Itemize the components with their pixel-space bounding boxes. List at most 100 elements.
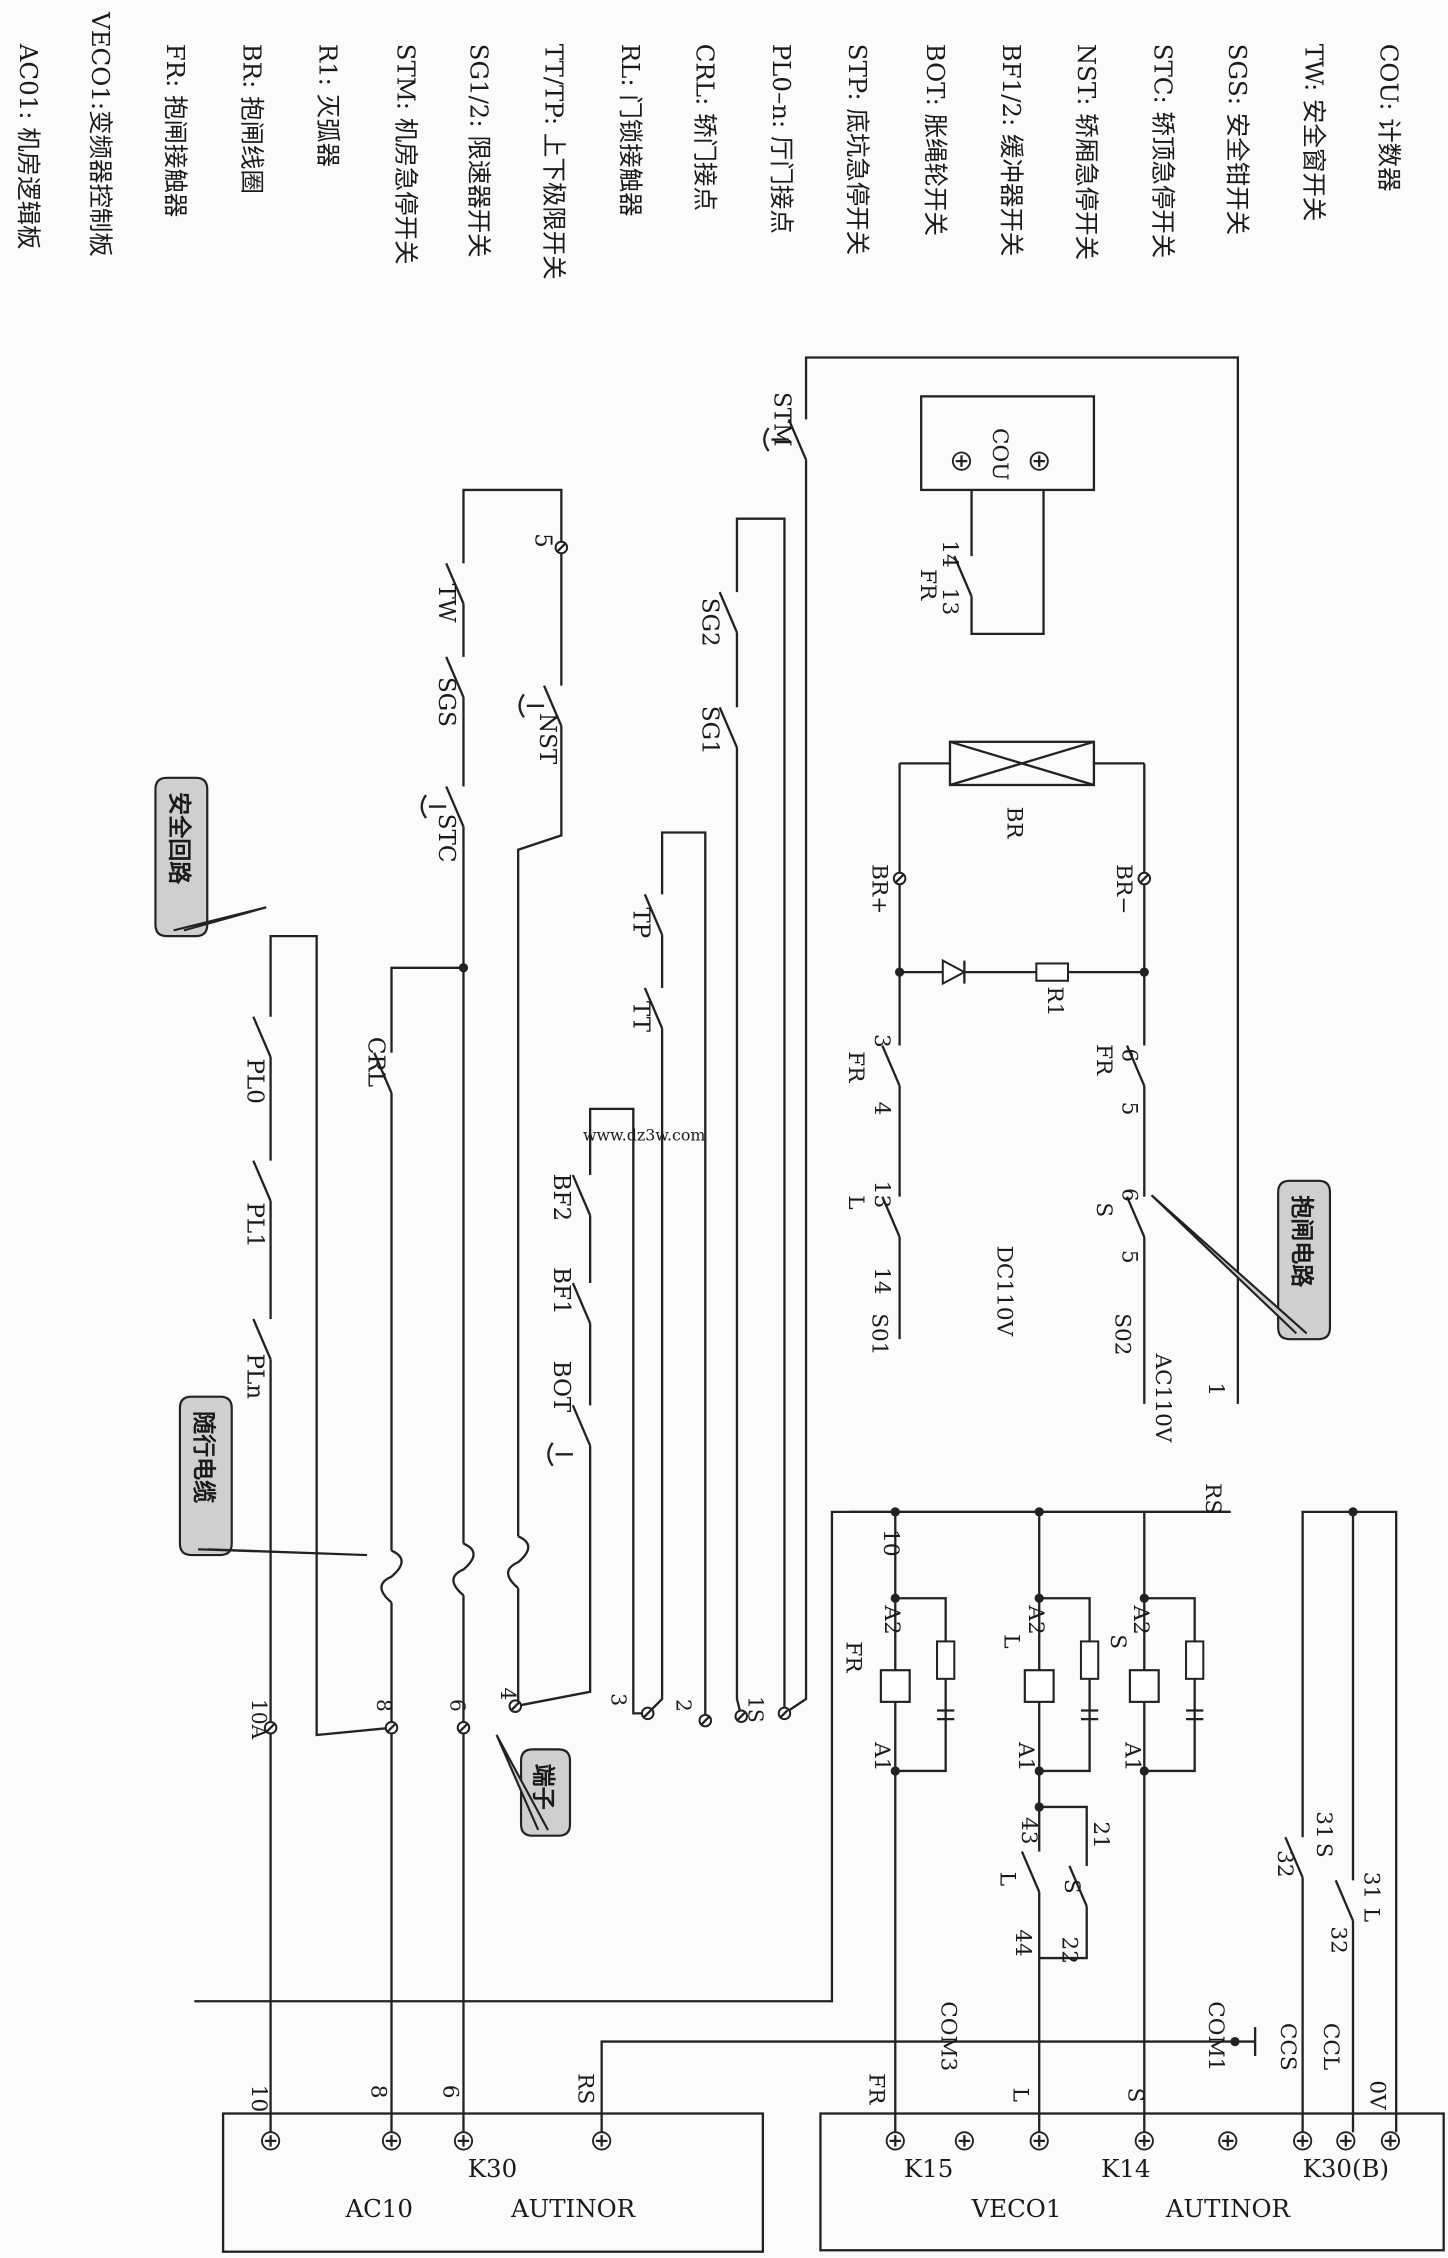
screw-cross — [889, 2135, 902, 2147]
sg1-gap — [731, 707, 743, 748]
ac10-pin-label: 6 — [437, 2085, 462, 2099]
interlock-label-s1: S — [1059, 1879, 1084, 1894]
brake-label-cou: COU — [987, 428, 1012, 480]
brake-label-s02: S02 — [1110, 1313, 1135, 1355]
pln-gap — [264, 1318, 277, 1360]
sg2-contact-icon — [718, 591, 739, 633]
legend-item: TW: 安全窗开关 — [1300, 44, 1329, 222]
pl0-contact-icon — [252, 1016, 272, 1058]
l-31-32-contact-icon — [1334, 1879, 1355, 1922]
l-snubber-capacitor — [1080, 1709, 1099, 1721]
brake-label-n4: 4 — [869, 1102, 894, 1116]
terminal-slash — [779, 1708, 790, 1719]
switch-label-stc: STC — [433, 814, 459, 863]
veco1-k15: K15 — [904, 2154, 953, 2183]
counter-box — [920, 395, 1096, 492]
switch-label-nst: NST — [534, 713, 560, 765]
ac10-pin-label: 10 — [246, 2085, 271, 2112]
coil-label-fr_a2: A2 — [879, 1604, 904, 1634]
veco1-brand: AUTINOR — [1165, 2194, 1291, 2223]
fr-13-14-gap — [965, 556, 978, 597]
screw-cross — [1033, 2135, 1045, 2147]
switch-label-bf2: BF2 — [548, 1174, 574, 1222]
terminal-slash — [736, 1711, 747, 1722]
pln-contact-icon — [252, 1318, 272, 1360]
coil-label-l_a1: A1 — [1013, 1741, 1038, 1771]
veco1-pin-label: L — [1007, 2088, 1032, 2102]
legend-item: CRL: 轿门接点 — [691, 44, 720, 211]
callout-traveling-cable-bubble — [178, 1395, 233, 1557]
switch-label-sg1: SG1 — [696, 706, 722, 755]
legend-item: FR: 抱闸接触器 — [161, 44, 190, 218]
coil-label-fr: FR — [840, 1641, 865, 1673]
fr-3-4-contact-icon — [881, 1045, 901, 1087]
legend-item: STP: 底坑急停开关 — [843, 44, 872, 255]
stm-contact-icon — [787, 418, 808, 461]
bot-gap — [584, 1405, 596, 1446]
legend-item: TT/TP: 上下极限开关 — [540, 44, 569, 280]
junction-dot — [890, 1593, 900, 1603]
nst-contact-icon — [543, 685, 563, 727]
nst-gap — [555, 685, 568, 726]
brake-label-n6_a: 6 — [1117, 1188, 1142, 1202]
terminal-slash — [1139, 873, 1150, 884]
sgs-contact-icon — [445, 656, 465, 698]
sg1-contact-icon — [718, 706, 739, 749]
callout-safety-circuit-text: 安全回路 — [165, 792, 192, 885]
screw-cross — [1296, 2135, 1309, 2147]
wire — [783, 356, 1240, 1715]
terminal-block-label: 4 — [496, 1687, 520, 1700]
fr-snubber-resistor — [936, 1640, 956, 1680]
brake-label-rs: RS — [1200, 1483, 1225, 1514]
wire — [462, 488, 563, 2133]
junction-dot — [1139, 1766, 1149, 1776]
callout-brake-circuit-bubble — [1277, 1179, 1332, 1341]
wire — [194, 1510, 1231, 2003]
veco1-board — [819, 2112, 1445, 2252]
brake-label-n6_b: 6 — [1117, 1048, 1142, 1062]
brake-label-n13_b: 13 — [869, 1181, 894, 1208]
legend-item: BF1/2: 缓冲器开关 — [997, 44, 1026, 257]
wire — [646, 831, 707, 1721]
legend-item: RL: 门锁接触器 — [616, 44, 645, 217]
tt-gap — [656, 987, 668, 1029]
brake-label-brp: BR+ — [866, 864, 891, 914]
veco1-pin-label: CCS — [1275, 2023, 1300, 2071]
legend-item: SGS: 安全钳开关 — [1223, 44, 1252, 235]
wire — [600, 2040, 1235, 2133]
wire — [269, 934, 392, 2133]
interlock-label-n21: 21 — [1088, 1821, 1113, 1848]
veco1-k30b: K30(B) — [1303, 2154, 1389, 2183]
coil-label-l_a2: A2 — [1023, 1604, 1048, 1634]
switch-label-n5: 5 — [529, 533, 555, 548]
terminal-slash — [700, 1715, 711, 1726]
watermark-text: www.dz3w.com — [583, 1126, 705, 1145]
callout-brake-circuit-text: 抱闸电路 — [1288, 1195, 1315, 1288]
interlock-label-n31_b: 31 — [1359, 1872, 1384, 1899]
terminal-block-label: 6 — [446, 1699, 470, 1712]
terminal-slash — [265, 1722, 276, 1733]
components — [154, 395, 1445, 2253]
tt-contact-icon — [643, 987, 664, 1029]
wire — [1039, 1597, 1091, 1773]
interlock-label-n43: 43 — [1016, 1817, 1041, 1844]
terminal-slash — [556, 542, 567, 553]
coil-label-bus: 10 — [878, 1529, 903, 1556]
switch-label-stm: STM — [768, 392, 794, 447]
fr-snubber-capacitor — [937, 1709, 955, 1721]
junction-dot — [1034, 1766, 1044, 1776]
coil-label-s_a2: A2 — [1128, 1604, 1153, 1634]
l-43-44-gap — [1033, 1851, 1045, 1892]
s-5-6-gap — [1138, 1196, 1151, 1237]
screw-cross — [1033, 455, 1045, 467]
switch-label-tp: TP — [627, 907, 653, 938]
ac10-brand: AUTINOR — [510, 2194, 636, 2223]
crl-gap — [385, 1052, 398, 1094]
brake-label-ac110v: AC110V — [1150, 1353, 1175, 1443]
veco1-pin-label: S — [1122, 2088, 1147, 2103]
traveling-cable-icon — [380, 1549, 403, 1604]
interlock-label-n31_a: 31 — [1311, 1811, 1336, 1838]
veco1-pin-label: FR — [863, 2073, 888, 2105]
terminal-block-label: 10A — [247, 1699, 271, 1740]
